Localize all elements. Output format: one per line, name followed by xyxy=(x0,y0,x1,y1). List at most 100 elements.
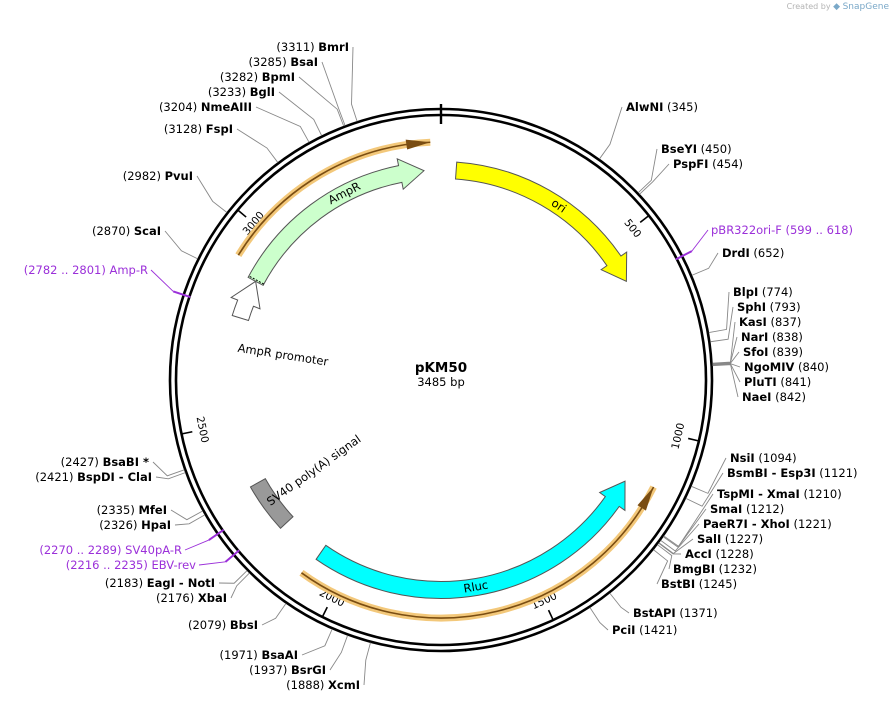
site-smai[interactable]: SmaI (1212) xyxy=(663,502,784,548)
backbone xyxy=(168,104,714,653)
site-label: (2079) BbsI xyxy=(188,618,258,632)
site-mfei[interactable]: (2335) MfeI xyxy=(97,503,203,521)
site-leader xyxy=(658,542,682,555)
site-drdi[interactable]: DrdI (652) xyxy=(691,246,784,276)
site-pvui[interactable]: (2982) PvuI xyxy=(123,169,228,213)
site-bsai[interactable]: (3285) BsaI xyxy=(248,55,346,126)
tick-3000 xyxy=(237,210,247,218)
primer-leader xyxy=(150,269,174,292)
site-label: AlwNI (345) xyxy=(626,100,698,114)
site-bsmbi-esp3i[interactable]: BsmBI - Esp3I (1121) xyxy=(685,466,858,507)
site-acci[interactable]: AccI (1228) xyxy=(658,542,754,561)
feature-label-ampr-promoter: AmpR promoter xyxy=(237,341,330,369)
site-leader xyxy=(321,61,346,126)
site-leader xyxy=(236,128,279,163)
tick-label-1000: 1000 xyxy=(670,422,688,451)
site-fspi[interactable]: (3128) FspI xyxy=(164,122,279,163)
site-bgli[interactable]: (3233) BglI xyxy=(208,85,323,136)
site-xbai[interactable]: (2176) XbaI xyxy=(156,572,250,605)
site-alwni[interactable]: AlwNI (345) xyxy=(599,100,698,160)
snapgene-logo: ◆ xyxy=(833,2,841,12)
credit-watermark: Created by ◆ SnapGene xyxy=(787,2,889,12)
site-bpmi[interactable]: (3282) BpmI xyxy=(220,70,345,127)
site-label: PaeR7I - XhoI (1221) xyxy=(703,517,832,531)
site-leader xyxy=(255,106,310,143)
site-leader xyxy=(329,635,348,671)
tick-2500 xyxy=(182,430,193,435)
site-leader xyxy=(170,509,203,521)
site-leader xyxy=(708,291,730,333)
site-leader xyxy=(278,91,323,136)
site-label: BstAPI (1371) xyxy=(633,606,718,620)
site-label: (2427) BsaBI * xyxy=(61,455,149,469)
site-label: BstBI (1245) xyxy=(661,577,737,591)
feature-rluc[interactable] xyxy=(315,480,626,599)
feature-ori[interactable] xyxy=(454,161,628,283)
site-label: BsmBI - Esp3I (1121) xyxy=(727,466,858,480)
site-tspmi-xmai[interactable]: TspMI - XmaI (1210) xyxy=(663,487,842,547)
site-naei[interactable]: NaeI (842) xyxy=(712,364,806,404)
site-pcii[interactable]: PciI (1421) xyxy=(589,607,677,637)
site-leader xyxy=(218,570,248,584)
site-label: (3282) BpmI xyxy=(220,70,295,84)
site-bspdi-clai[interactable]: (2421) BspDI - ClaI xyxy=(35,470,186,484)
site-xcmi[interactable]: (1888) XcmI xyxy=(286,642,371,692)
site-leader xyxy=(653,549,669,585)
site-bmri[interactable]: (3311) BmrI xyxy=(276,40,358,122)
site-sali[interactable]: SalI (1227) xyxy=(658,532,763,555)
site-bseyi[interactable]: BseYI (450) xyxy=(637,142,732,194)
site-ngomiv[interactable]: NgoMIV (840) xyxy=(712,360,829,374)
site-scai[interactable]: (2870) ScaI xyxy=(92,224,198,260)
site-nsii[interactable]: NsiI (1094) xyxy=(691,451,797,494)
site-eagi-noti[interactable]: (2183) EagI - NotI xyxy=(105,570,248,590)
site-nmeaiii[interactable]: (3204) NmeAIII xyxy=(159,100,310,143)
site-label: PluTI (841) xyxy=(744,375,811,389)
site-pluti[interactable]: PluTI (841) xyxy=(712,363,812,389)
site-label: (2870) ScaI xyxy=(92,224,161,238)
feature-ampr-promoter[interactable] xyxy=(230,280,261,322)
site-leader xyxy=(196,175,228,213)
site-bstbi[interactable]: BstBI (1245) xyxy=(653,549,738,591)
site-label: SalI (1227) xyxy=(697,532,763,546)
primer-leader xyxy=(198,561,226,566)
feature-ampr[interactable] xyxy=(247,157,425,287)
site-label: BlpI (774) xyxy=(733,285,793,299)
site-leader xyxy=(152,461,185,477)
site-label: (2421) BspDI - ClaI xyxy=(35,470,152,484)
primer-mark xyxy=(675,250,693,261)
ampr-boundary xyxy=(248,275,265,285)
site-bsabi-[interactable]: (2427) BsaBI * xyxy=(61,455,185,477)
site-pspfi[interactable]: PspFI (454) xyxy=(639,157,743,195)
site-blpi[interactable]: BlpI (774) xyxy=(708,285,793,333)
site-leader xyxy=(712,363,741,368)
feature-sv40[interactable] xyxy=(249,477,294,529)
plasmid-size: 3485 bp xyxy=(417,375,465,389)
site-leader xyxy=(301,629,333,656)
site-label: SphI (793) xyxy=(737,300,801,314)
site-nari[interactable]: NarI (838) xyxy=(712,330,803,365)
site-sphi[interactable]: SphI (793) xyxy=(710,300,801,343)
site-paer7i-xhoi[interactable]: PaeR7I - XhoI (1221) xyxy=(660,517,832,552)
site-leader xyxy=(230,572,250,599)
site-bsaai[interactable]: (1971) BsaAI xyxy=(220,629,333,662)
site-label: NgoMIV (840) xyxy=(744,360,829,374)
site-bstapi[interactable]: BstAPI (1371) xyxy=(609,592,718,620)
site-leader xyxy=(174,514,206,526)
primer-sv40pa-r[interactable]: (2270 .. 2289) SV40pA-R xyxy=(39,529,225,557)
site-bsrgi[interactable]: (1937) BsrGI xyxy=(249,635,348,677)
tick-1500 xyxy=(547,609,554,620)
site-leader xyxy=(691,252,719,276)
primer-pbr322ori-f[interactable]: pBR322ori-F (599 .. 618) xyxy=(675,223,853,261)
site-label: TspMI - XmaI (1210) xyxy=(717,487,842,501)
primer-ebv-rev[interactable]: (2216 .. 2235) EBV-rev xyxy=(66,549,240,572)
site-label: BmgBI (1232) xyxy=(673,562,757,576)
site-leader xyxy=(660,523,700,552)
site-sfoi[interactable]: SfoI (839) xyxy=(712,345,804,365)
site-bbsi[interactable]: (2079) BbsI xyxy=(188,603,287,632)
site-bmgbi[interactable]: BmgBI (1232) xyxy=(657,544,757,576)
orf-bottom xyxy=(300,486,655,619)
primer-amp-r[interactable]: (2782 .. 2801) Amp-R xyxy=(24,263,191,299)
site-leader xyxy=(609,592,630,614)
primers: pBR322ori-F (599 .. 618) (2782 .. 2801) A… xyxy=(24,223,853,572)
site-hpai[interactable]: (2326) HpaI xyxy=(99,514,206,532)
